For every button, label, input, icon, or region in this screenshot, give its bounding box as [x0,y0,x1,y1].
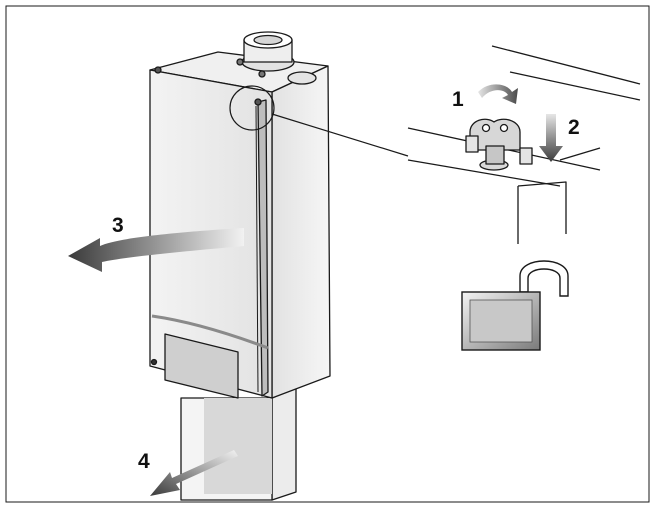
step-label-4: 4 [138,450,150,473]
down-arrow-icon [539,114,563,162]
detail-line-1 [491,45,641,85]
rotate-arrow-icon [478,84,518,104]
figure-border [5,5,650,503]
grille-panel [164,333,239,399]
latch-lock-left [465,135,479,153]
boiler-unit [149,31,331,501]
step-label-1: 1 [452,88,464,111]
front-curve [151,314,269,350]
top-port [287,71,317,85]
stand-shadow [204,398,272,494]
cover-edge [257,99,269,397]
zoom-leader [271,113,409,157]
detail-block [517,181,567,244]
latch-hole-1 [481,123,491,133]
top-stud-1 [236,58,244,66]
detail-line-4 [407,159,561,187]
corner-screw-left [154,66,162,74]
detail-line-5 [559,147,601,161]
step-label-2: 2 [568,116,580,139]
latch-stem [485,145,505,165]
latch-lock-right [519,147,533,165]
latch-hole-2 [499,123,509,133]
padlock-open-icon [461,260,569,351]
curved-arrow-icon [68,228,244,272]
top-stud-2 [258,70,266,78]
step-label-3: 3 [112,214,124,237]
foot-left [150,358,158,366]
housing-side [271,65,331,399]
straight-arrow-icon [150,450,238,496]
stand-side [271,387,297,501]
latch-detail [407,45,641,244]
flue-inner [253,34,283,46]
corner-screw-right [254,98,262,106]
zoom-circle [229,85,275,131]
detail-line-2 [509,71,641,101]
